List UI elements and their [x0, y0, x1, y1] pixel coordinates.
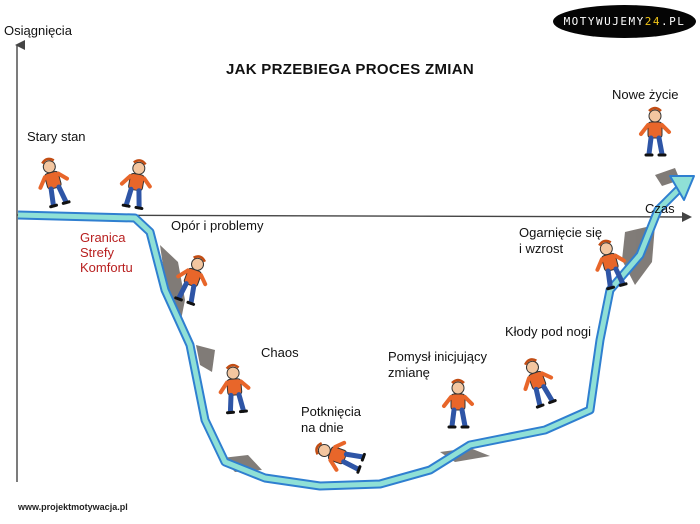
curve-arrowhead [669, 175, 695, 201]
figure-shoes [121, 203, 144, 210]
footer-url: www.projektmotywacja.pl [18, 502, 128, 512]
stage-label-potkniecia: Potknięcia na dnie [301, 404, 361, 435]
figure-stary-stan-running [38, 157, 71, 209]
x-axis-label: Czas [645, 201, 675, 216]
figure-pomysl-standing [442, 378, 474, 429]
figure-shoes [226, 409, 248, 415]
figure-arms [328, 440, 347, 472]
stage-label-opor: Opór i problemy [171, 218, 264, 233]
figure-legs [605, 266, 626, 290]
stage-label-klody: Kłody pod nogi [505, 324, 592, 339]
comfort-zone-label: Granica Strefy Komfortu [80, 230, 133, 275]
figure-arms [639, 123, 671, 136]
figure-shirt [183, 267, 202, 288]
figure-opor-climbing [174, 255, 208, 306]
figure-shirt [647, 121, 663, 139]
logo-accent: 24 [644, 15, 662, 28]
figure-arms [218, 379, 251, 395]
logo-suffix: .PL [661, 15, 686, 28]
figure-hair [133, 159, 147, 166]
figure-arms [442, 395, 474, 408]
figure-ogarniecie-climbing [595, 239, 628, 291]
figure-hair [648, 106, 662, 112]
stage-label-pomysl: Pomysł inicjujący zmianę [388, 349, 487, 380]
stage-label-nowe-zycie: Nowe życie [612, 87, 679, 102]
figure-hair [225, 363, 240, 370]
figure-hair [315, 441, 323, 455]
figure-head [451, 381, 465, 395]
figure-head [226, 366, 240, 380]
figure-shirt [44, 170, 62, 190]
figure-legs [227, 392, 246, 414]
figure-hair [523, 358, 537, 366]
stage-label-ogarniecie: Ogarnięcie się i wzrost [519, 225, 603, 256]
figure-legs [533, 384, 555, 408]
site-logo: MOTYWUJEMY24.PL [553, 5, 696, 38]
figure-potkniecia-crawling [315, 440, 366, 474]
figure-shirt [226, 378, 243, 396]
figure-shirt [128, 173, 145, 192]
figure-nowe-zycie-standing [639, 106, 671, 157]
figure-shoes [356, 452, 366, 474]
figure-hair [451, 378, 465, 384]
figure-chaos-falling [218, 363, 251, 415]
figure-shirt [601, 252, 619, 272]
figure-shoes [174, 296, 196, 306]
figure-legs [341, 451, 365, 472]
figure-shoes [606, 282, 628, 291]
figure-shoes [535, 399, 557, 409]
figure-legs [176, 281, 197, 305]
stage-label-stary-stan: Stary stan [27, 129, 86, 144]
figure-arms [119, 173, 152, 189]
figure-legs [48, 184, 69, 208]
change-curve-fill [17, 186, 682, 489]
rock-left-cliff [160, 245, 185, 325]
stage-label-chaos: Chaos [261, 345, 299, 360]
figure-shirt [327, 446, 348, 465]
figure-hair [193, 255, 207, 263]
figure-arms [523, 371, 554, 392]
figure-klody-pushing [523, 358, 557, 409]
figure-arms [176, 268, 208, 287]
figure-legs [123, 186, 142, 210]
figure-hair [41, 157, 55, 165]
figure-hair [598, 239, 612, 247]
y-axis-label: Osiągnięcia [4, 23, 72, 38]
logo-main: MOTYWUJEMY [563, 15, 645, 28]
figure-head [648, 109, 662, 123]
figure-legs [449, 407, 468, 429]
diagram-title: JAK PRZEBIEGA PROCES ZMIAN [225, 61, 475, 78]
figure-arms [38, 171, 69, 190]
figure-legs [646, 135, 665, 157]
figure-shirt [450, 393, 466, 411]
rock-chaos [196, 345, 215, 372]
figure-arms [595, 253, 626, 272]
figure-stary-stan-stumbling [119, 159, 152, 210]
figure-shirt [528, 370, 547, 391]
figure-shoes [49, 200, 71, 209]
